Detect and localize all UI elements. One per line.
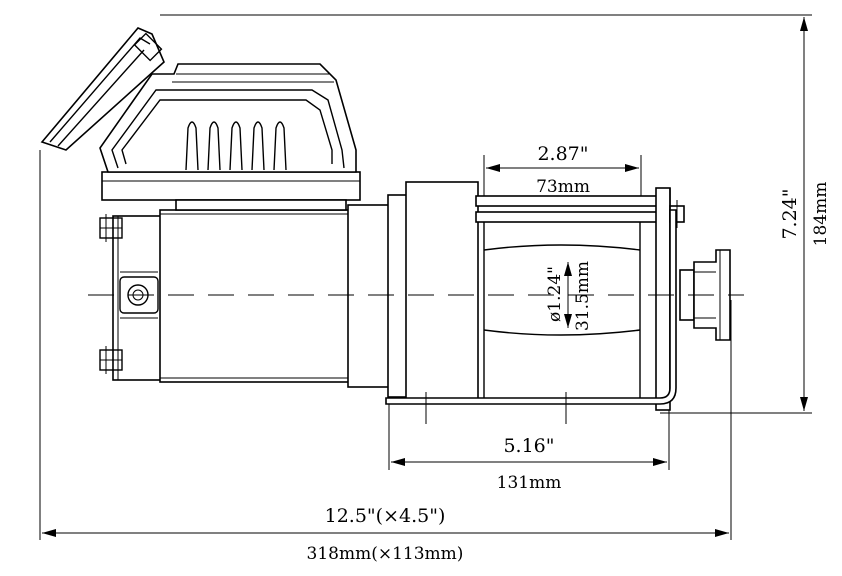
end-cap [99,214,164,381]
dim-overall-height: 7.24" 184mm [779,17,831,411]
overall-height-in-label: 7.24" [779,188,801,239]
overall-height-mm-label: 184mm [811,182,831,247]
drum-length-in-label: 2.87" [537,143,588,165]
drum-diameter-in-label: ø1.24" [545,266,565,322]
dim-drum-diameter: ø1.24" 31.5mm [545,261,593,331]
dim-overall-length: 12.5"(×4.5") 318mm(×113mm) [42,505,729,564]
drum-length-mm-label: 73mm [536,177,590,197]
drum-diameter-mm-label: 31.5mm [573,261,593,331]
base-width-mm-label: 131mm [497,473,562,493]
extension-lines [39,14,812,540]
control-box [40,27,361,211]
winch-body [40,27,744,424]
overall-length-mm-label: 318mm(×113mm) [307,544,464,564]
overall-length-in-label: 12.5"(×4.5") [325,505,446,527]
motor-housing [159,194,409,398]
dim-drum-length: 2.87" 73mm [486,143,639,197]
dim-base-width: 5.16" 131mm [391,435,667,493]
base-width-in-label: 5.16" [503,435,554,457]
